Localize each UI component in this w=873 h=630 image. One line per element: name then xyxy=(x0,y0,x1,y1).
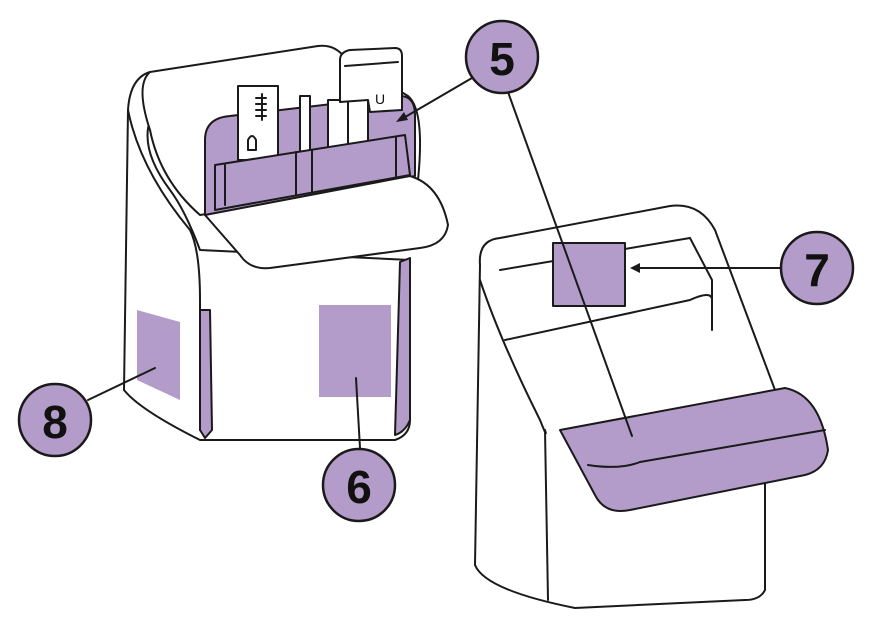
right-organizer-body xyxy=(474,204,776,609)
inner-label-area xyxy=(552,242,626,307)
id-card xyxy=(339,47,403,113)
callout-5-label: 5 xyxy=(489,33,515,85)
callout-8-label: 8 xyxy=(42,396,68,448)
left-organizer: U xyxy=(123,44,449,441)
callout-7: 7 xyxy=(779,230,855,306)
callout-6-label: 6 xyxy=(346,461,372,513)
right-flap xyxy=(559,387,829,512)
right-edge-trim xyxy=(394,257,411,436)
callout-6: 6 xyxy=(321,447,397,523)
swab-card xyxy=(299,95,311,157)
card-letter: U xyxy=(375,91,385,107)
callout-7-label: 7 xyxy=(804,244,830,296)
side-label-area xyxy=(137,310,180,400)
callout-8: 8 xyxy=(17,382,93,458)
front-label-area xyxy=(319,305,391,397)
callout-5: 5 xyxy=(464,19,540,95)
left-flap xyxy=(204,175,449,270)
leader-lines xyxy=(87,77,781,449)
left-edge-trim xyxy=(199,309,213,439)
right-organizer xyxy=(474,204,829,609)
